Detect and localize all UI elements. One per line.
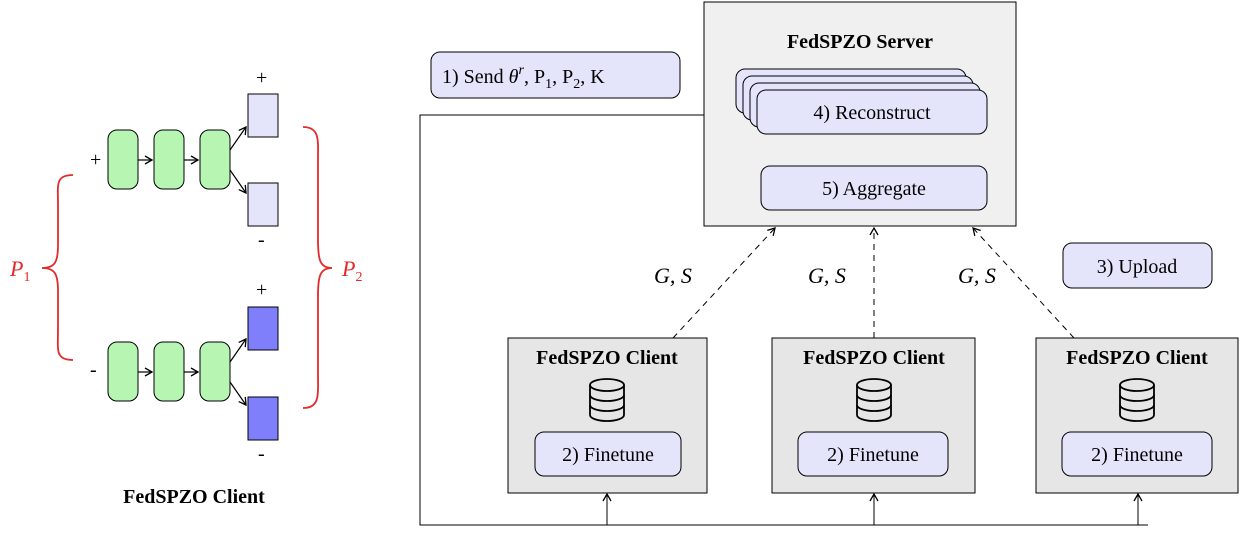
client-title: FedSPZO Client: [803, 347, 945, 369]
brace-p1-label: P1: [9, 256, 30, 285]
edge-label-1: G, S: [654, 263, 692, 288]
upload-label: 3) Upload: [1097, 256, 1178, 278]
server-title: FedSPZO Server: [787, 31, 933, 53]
edge-label-2: G, S: [808, 263, 846, 288]
client-title: FedSPZO Client: [1066, 347, 1208, 369]
brace-p2: [302, 126, 333, 409]
upper-block-3: [199, 129, 231, 190]
lower-sign: -: [90, 359, 97, 381]
client-3: FedSPZO Client 2) Finetune: [1035, 337, 1239, 494]
finetune-box: [534, 431, 682, 477]
finetune-label: 2) Finetune: [562, 444, 654, 466]
upload-edge-3: [972, 227, 1075, 339]
lower-block-2: [153, 341, 185, 402]
send-box: [430, 51, 681, 99]
lower-head-bottom: [247, 396, 279, 441]
upper-sign: +: [90, 149, 101, 171]
upload-box: [1062, 242, 1213, 289]
upper-head-top-sign: +: [256, 67, 267, 89]
upper-block-2: [153, 129, 185, 190]
reconstruct-box: [756, 89, 988, 135]
left-caption: FedSPZO Client: [123, 486, 265, 508]
aggregate-label: 5) Aggregate: [822, 178, 926, 200]
brace-p1: [41, 174, 74, 361]
right-panel: 1) Send θr, P1, P2, K FedSPZO Server 4) …: [419, 1, 1239, 526]
upper-arrow-head-bottom: [229, 169, 247, 195]
aggregate-box: [760, 165, 988, 211]
upper-head-top: [247, 93, 279, 138]
client-title: FedSPZO Client: [536, 347, 678, 369]
client-1: FedSPZO Client 2) Finetune: [507, 337, 708, 494]
upper-head-bottom: [247, 182, 279, 227]
send-label: 1) Send θr, P1, P2, K: [442, 63, 605, 92]
lower-arrow-head-bottom: [229, 381, 247, 407]
upper-arrow-head-top: [229, 125, 247, 151]
upper-block-1: [107, 129, 139, 190]
brace-p2-label: P2: [341, 256, 362, 285]
bus-line: [419, 114, 1148, 526]
lower-head-top: [247, 306, 279, 351]
left-panel: + + - - + - P1 P2 FedSPZO Client: [9, 67, 362, 508]
database-icon: [589, 378, 625, 422]
reconstruct-label: 4) Reconstruct: [813, 102, 931, 124]
edge-label-3: G, S: [958, 263, 996, 288]
database-icon: [856, 378, 892, 422]
lower-head-top-sign: +: [256, 279, 267, 301]
client-2: FedSPZO Client 2) Finetune: [771, 337, 976, 494]
finetune-box: [1061, 431, 1213, 477]
finetune-label: 2) Finetune: [827, 444, 919, 466]
lower-block-3: [199, 341, 231, 402]
upload-edge-1: [672, 227, 776, 339]
finetune-label: 2) Finetune: [1091, 444, 1183, 466]
lower-head-bottom-sign: -: [258, 443, 265, 465]
lower-block-1: [107, 341, 139, 402]
finetune-box: [797, 431, 949, 477]
database-icon: [1119, 378, 1155, 422]
upper-head-bottom-sign: -: [258, 229, 265, 251]
lower-arrow-head-top: [229, 337, 247, 363]
